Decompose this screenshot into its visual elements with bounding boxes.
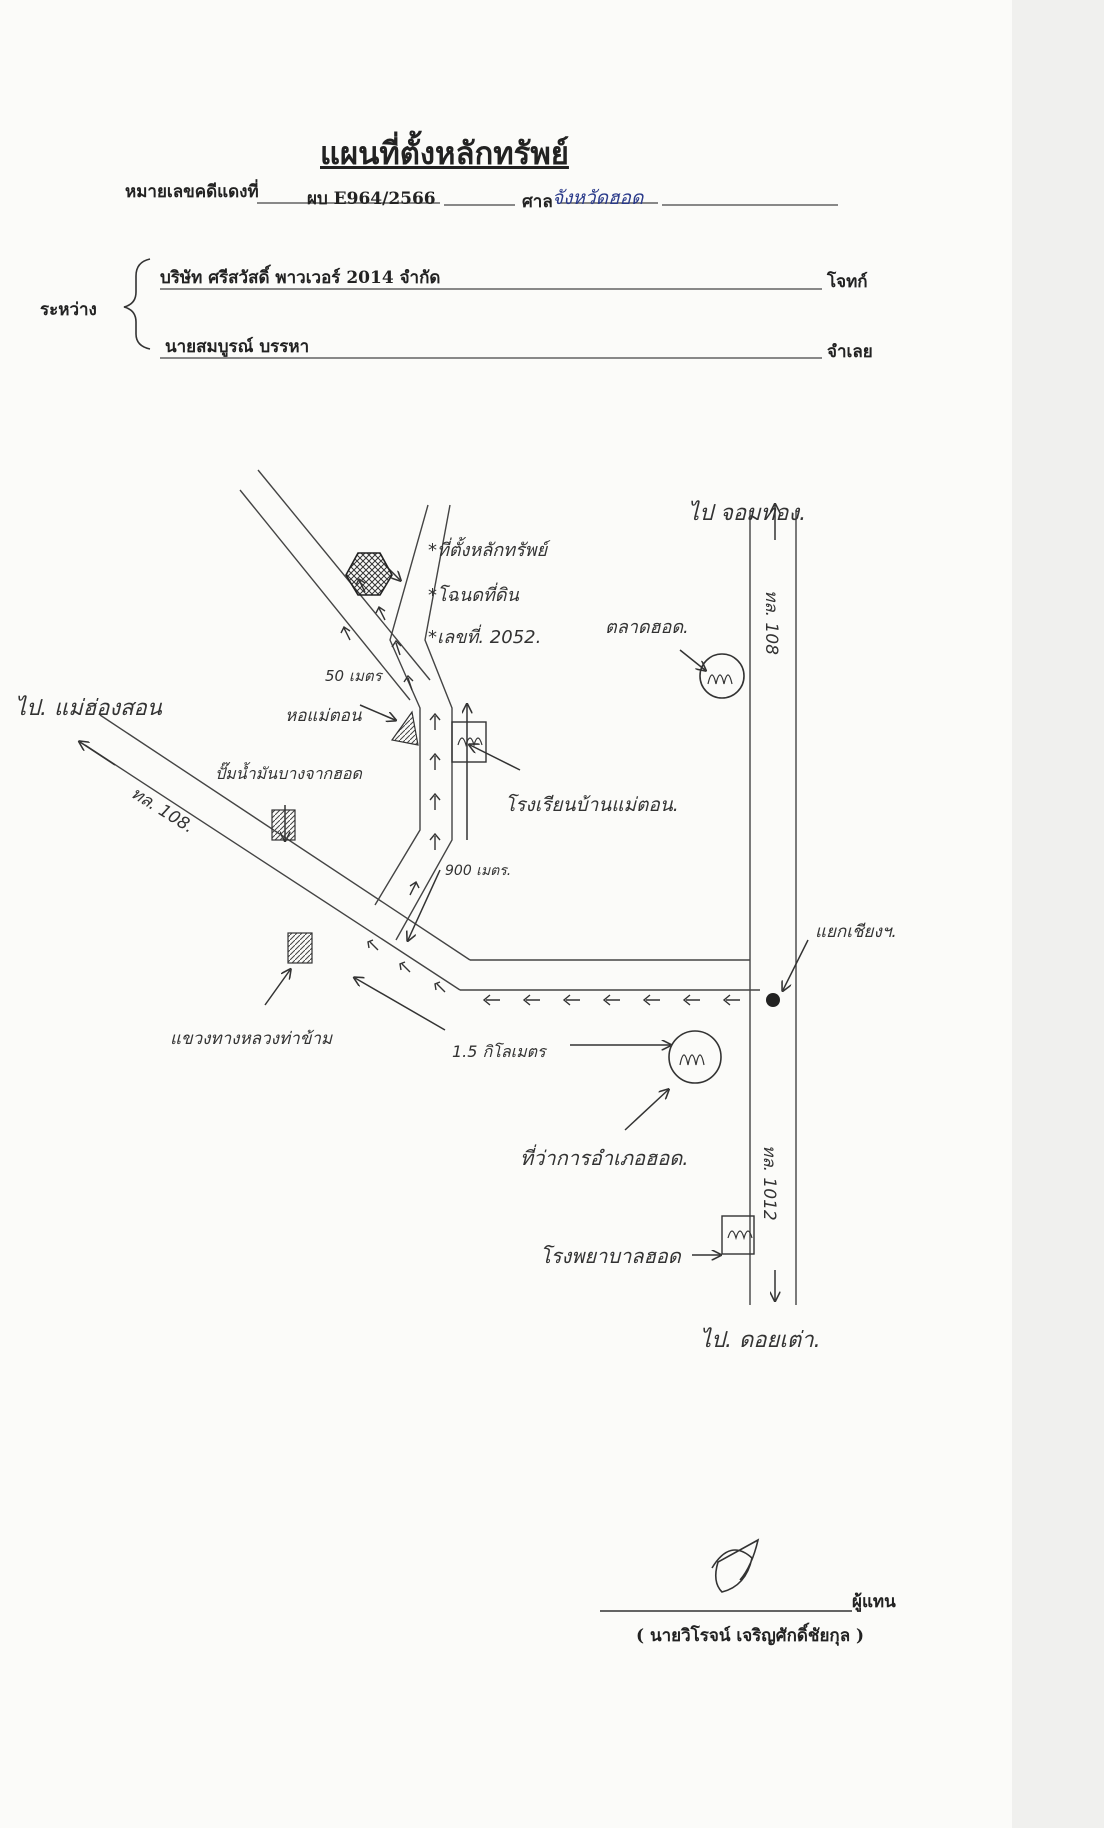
district-office-marker-fill (679, 1054, 705, 1066)
label-to-jomthong: ไป จอมทอง. (688, 501, 807, 526)
label-title-deed: *โฉนดที่ดิน (428, 585, 519, 606)
label-district-office: ที่ว่าการอำเภอฮอด. (520, 1146, 689, 1170)
plaintiff-name: บริษัท ศรีสวัสดิ์ พาวเวอร์ 2014 จำกัด (160, 268, 441, 288)
label-hospital: โรงพยาบาลฮอด (540, 1244, 681, 1268)
case-number-label: หมายเลขคดีแดงที่ (125, 182, 259, 202)
defendant-name: นายสมบูรณ์ บรรหา (165, 337, 310, 357)
page-title: แผนที่ตั้งหลักทรัพย์ (320, 136, 569, 172)
label-asset-location: *ที่ตั้งหลักทรัพย์ (428, 540, 548, 561)
label-distance-1-5km: 1.5 กิโลเมตร (452, 1042, 546, 1061)
brace (123, 258, 151, 350)
label-school: โรงเรียนบ้านแม่ตอน. (505, 794, 679, 816)
signer-role: ผู้แทน (852, 1592, 896, 1612)
market-marker (699, 653, 745, 699)
court-label: ศาล (522, 192, 553, 212)
form-underlines (160, 202, 838, 359)
label-distance-50m: 50 เมตร (325, 667, 382, 685)
label-highway-office: แขวงทางหลวงท่าข้าม (170, 1029, 333, 1049)
school-marker (451, 721, 487, 763)
highway-office-marker (287, 932, 313, 964)
label-to-maehongson: ไป. แม่ฮ่องสอน (15, 696, 162, 721)
gas-station-marker (271, 809, 296, 841)
village-hall-marker (390, 710, 419, 746)
defendant-role: จำเลย (827, 342, 873, 362)
district-office-marker (668, 1030, 722, 1084)
label-market: ตลาดฮอด. (605, 617, 689, 638)
junction-dot (766, 993, 780, 1007)
label-village-hall: หอแม่ตอน (285, 706, 362, 726)
hospital-marker-fill (727, 1230, 753, 1241)
label-gas-station: ปั๊มน้ำมันบางจากฮอด (215, 764, 362, 783)
between-label: ระหว่าง (40, 300, 97, 320)
signature-scribble (711, 1538, 760, 1593)
direction-arrows (80, 505, 809, 1300)
label-distance-900m: 900 เมตร. (445, 863, 512, 879)
document-page (0, 0, 1012, 1828)
hospital-marker (721, 1215, 755, 1255)
market-marker-fill (707, 674, 733, 685)
plaintiff-role: โจทก์ (827, 272, 868, 292)
label-road-108-right: ทล. 108 (761, 590, 781, 655)
label-junction: แยกเชียงฯ. (815, 922, 897, 942)
school-marker-fill (457, 737, 483, 748)
label-to-doitao: ไป. ดอยเต่า. (700, 1328, 821, 1353)
roads (84, 469, 797, 1305)
court-name: จังหวัดฮอด (552, 187, 644, 209)
page-margin (1012, 0, 1104, 1828)
case-number-value: ผบ E964/2566 (307, 189, 436, 209)
signer-name: ( นายวิโรจน์ เจริญศักดิ์ชัยกุล ) (636, 1626, 865, 1646)
label-road-1012: ทล. 1012 (759, 1145, 779, 1221)
asset-location-marker (345, 552, 393, 596)
label-deed-number: *เลขที่. 2052. (428, 627, 542, 648)
